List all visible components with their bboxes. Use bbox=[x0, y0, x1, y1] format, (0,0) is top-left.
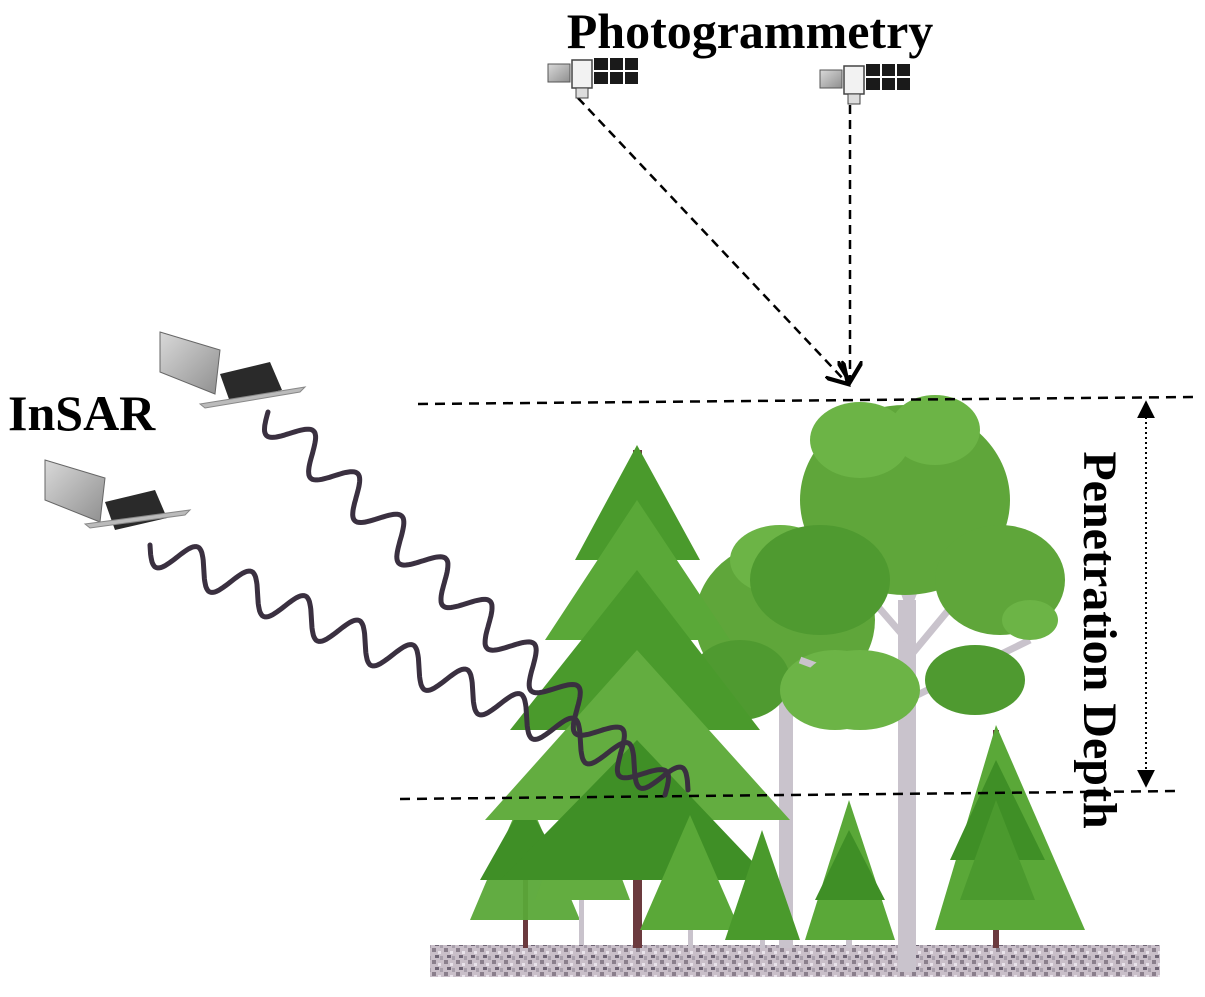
tall-broadleaf bbox=[750, 395, 1065, 972]
canopy-top-line bbox=[417, 395, 1196, 406]
conifer-far-right bbox=[935, 725, 1085, 948]
penetration-depth-label: Penetration Depth bbox=[1073, 451, 1126, 828]
insar-wave-upper bbox=[261, 409, 672, 798]
small-conifer-right bbox=[805, 800, 895, 948]
satellite-icon bbox=[547, 58, 638, 99]
conifer-base-cluster bbox=[640, 815, 800, 948]
insar-label: InSAR bbox=[8, 385, 156, 441]
satellite-icon bbox=[819, 64, 910, 105]
photogrammetry-label: Photogrammetry bbox=[567, 3, 934, 59]
penetration-bottom-line bbox=[399, 789, 1181, 801]
insar-wave-lower bbox=[147, 542, 691, 793]
satellite-icon bbox=[159, 331, 307, 409]
satellite-icon bbox=[44, 459, 192, 530]
photogrammetry-ray-left bbox=[577, 97, 848, 384]
ground-strip bbox=[430, 945, 1160, 977]
